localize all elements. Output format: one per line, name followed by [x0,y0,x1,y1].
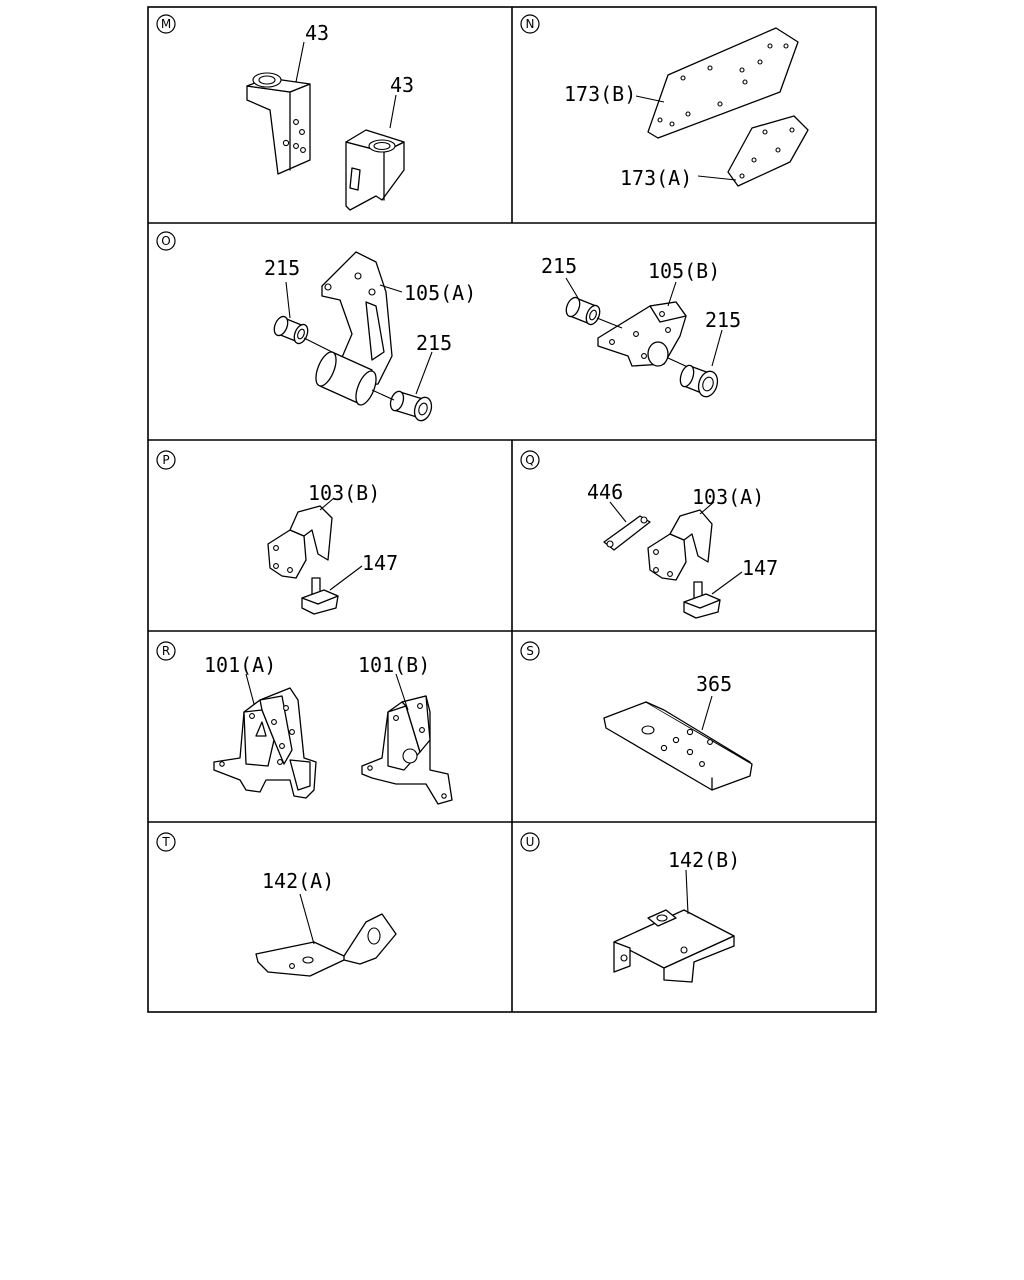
panel-mark-r: R [156,641,176,661]
svg-text:S: S [526,644,534,658]
part-43-right [345,129,405,211]
svg-text:P: P [162,453,169,467]
part-142b [613,909,735,983]
panel-q: Q 446 103(A) 147 [520,450,778,619]
part-142a [255,913,397,977]
label-105b: 105(B) [648,259,720,283]
panel-mark-n: N [520,14,540,34]
panel-mark-s: S [520,641,540,661]
svg-text:U: U [526,835,535,849]
label-215-o2: 215 [416,331,452,355]
label-215-o4: 215 [705,308,741,332]
part-43-left [246,72,311,175]
label-101b: 101(B) [358,653,430,677]
part-101b [361,695,453,805]
label-142b: 142(B) [668,848,740,872]
part-365 [603,701,753,791]
label-105a: 105(A) [404,281,476,305]
label-365: 365 [696,672,732,696]
label-173b: 173(B) [564,82,636,106]
bushing-215-tube [315,351,377,406]
panel-u: U 142(B) [520,832,740,983]
part-446 [603,515,651,551]
label-215-o1: 215 [264,256,300,280]
part-147-q [683,581,721,619]
svg-text:Q: Q [525,453,534,467]
panel-mark-t: T [156,832,176,852]
label-103b: 103(B) [308,481,380,505]
part-105b [597,301,691,369]
panel-m: M 43 43 [156,14,414,211]
svg-text:N: N [526,17,535,31]
label-142a: 142(A) [262,869,334,893]
bushing-215-lower-right [679,364,719,398]
label-173a: 173(A) [620,166,692,190]
svg-text:T: T [161,835,170,849]
label-147-p: 147 [362,551,398,575]
panel-n: N 173(B) 173(A) [520,14,809,190]
bushing-215-lower-left [371,389,433,422]
label-215-o3: 215 [541,254,577,278]
label-446: 446 [587,480,623,504]
svg-text:R: R [162,644,170,658]
part-173a [727,115,809,187]
panel-s: S 365 [520,641,753,791]
panel-mark-o: O [156,231,176,251]
panel-grid [147,6,877,1013]
part-101a [213,687,317,799]
panel-r: R 101(A) [156,641,453,805]
bushing-215-upper-right [565,296,623,329]
label-101a: 101(A) [204,653,276,677]
panel-mark-m: M [156,14,176,34]
bushing-215-upper-left [273,315,333,353]
part-103b [267,505,333,579]
panel-p: P 103(B) 147 [156,450,398,615]
panel-mark-q: Q [520,450,540,470]
part-103a [647,509,713,581]
svg-text:O: O [161,234,170,248]
panel-mark-u: U [520,832,540,852]
label-103a: 103(A) [692,485,764,509]
label-147-q: 147 [742,556,778,580]
part-147-p [301,577,339,615]
label-43-left: 43 [305,21,329,45]
svg-text:M: M [161,17,171,31]
label-43-right: 43 [390,73,414,97]
panel-t: T 142(A) [156,832,397,977]
panel-o: O 215 [156,231,741,422]
panel-mark-p: P [156,450,176,470]
part-173b [647,27,799,139]
